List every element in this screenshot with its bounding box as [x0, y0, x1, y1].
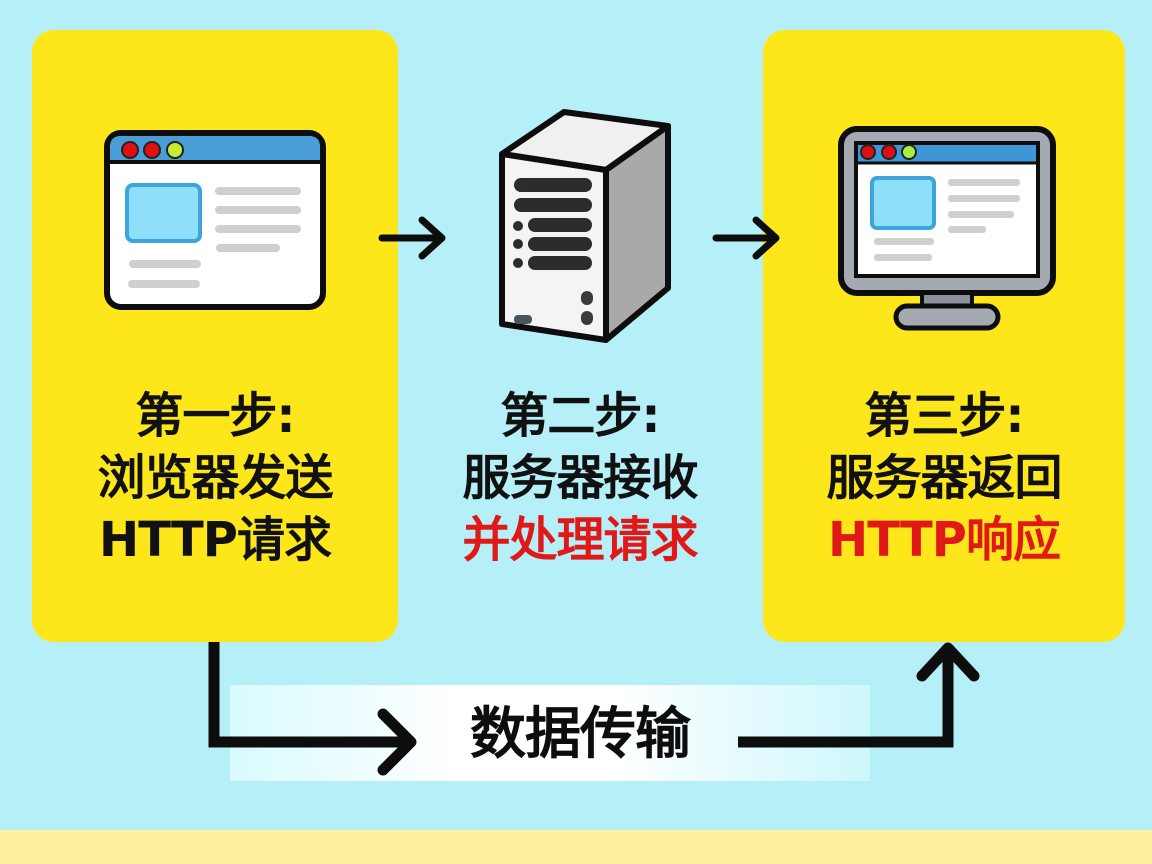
step-1-desc: 浏览器发送: [97, 450, 333, 506]
step-1-text: 第一步: 浏览器发送 HTTP请求: [35, 385, 395, 571]
browser-window-icon: [104, 130, 326, 310]
arrow-right-up-icon: [738, 642, 980, 748]
step-1-title: 第一步:: [135, 388, 295, 444]
transfer-label: 数据传输: [470, 702, 691, 767]
step-3-text: 第三步: 服务器返回 HTTP响应: [764, 385, 1124, 571]
monitor-icon: [838, 126, 1056, 331]
arrow-right-icon: [378, 216, 446, 260]
transfer-band: [230, 685, 870, 781]
step-3-detail: HTTP响应: [828, 512, 1061, 568]
step-3-title: 第三步:: [864, 388, 1024, 444]
step-3-desc: 服务器返回: [826, 450, 1062, 506]
server-tower-icon: [499, 109, 671, 343]
step-2-detail: 并处理请求: [462, 512, 698, 568]
step-1-detail: HTTP请求: [99, 512, 332, 568]
step-2-title: 第二步:: [500, 388, 660, 444]
bottom-strip: [0, 830, 1152, 864]
step-2-desc: 服务器接收: [462, 450, 698, 506]
step-2-text: 第二步: 服务器接收 并处理请求: [400, 385, 760, 571]
arrow-down-right-icon: [208, 642, 417, 776]
arrow-right-icon: [712, 216, 780, 260]
